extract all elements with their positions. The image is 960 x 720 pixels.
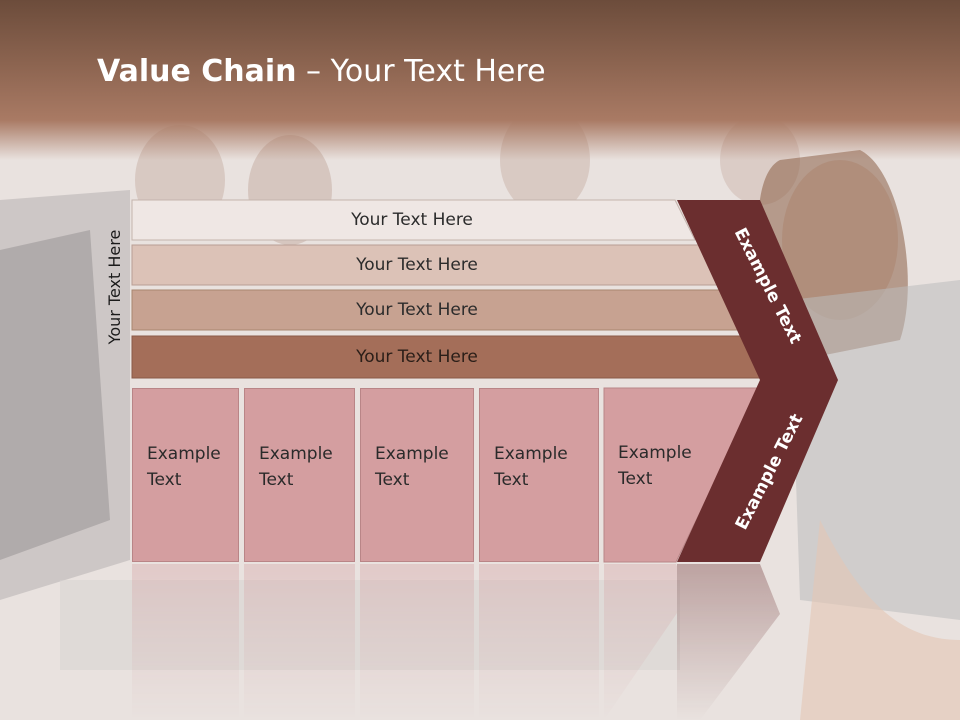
title-bold: Value Chain	[97, 54, 297, 89]
block-4-line1: Example	[494, 444, 568, 464]
block-5-line1: Example	[618, 443, 692, 463]
block-5: Example Text	[604, 388, 724, 562]
block-2-line2: Text	[259, 470, 294, 490]
block-5-shape	[603, 387, 761, 563]
band-1-shape	[131, 199, 696, 241]
block-3-line2: Text	[375, 470, 410, 490]
block-1-line1: Example	[147, 444, 221, 464]
reflection	[132, 564, 780, 720]
block-1-line2: Text	[147, 470, 182, 490]
block-2-line1: Example	[259, 444, 333, 464]
block-3-line1: Example	[375, 444, 449, 464]
block-4-line2: Text	[494, 470, 529, 490]
band-4: Your Text Here	[356, 347, 478, 367]
block-2: Example Text	[244, 388, 355, 562]
band-2: Your Text Here	[356, 255, 478, 275]
title-banner	[0, 0, 960, 160]
block-5-line2: Text	[618, 469, 653, 489]
block-1: Example Text	[132, 388, 239, 562]
slide-title: Value Chain – Your Text Here	[97, 54, 546, 89]
title-rest: – Your Text Here	[296, 54, 546, 89]
band-3: Your Text Here	[356, 300, 478, 320]
block-3: Example Text	[360, 388, 474, 562]
chevron-shape	[677, 200, 838, 562]
block-4: Example Text	[479, 388, 599, 562]
band-1: Your Text Here	[351, 210, 473, 230]
